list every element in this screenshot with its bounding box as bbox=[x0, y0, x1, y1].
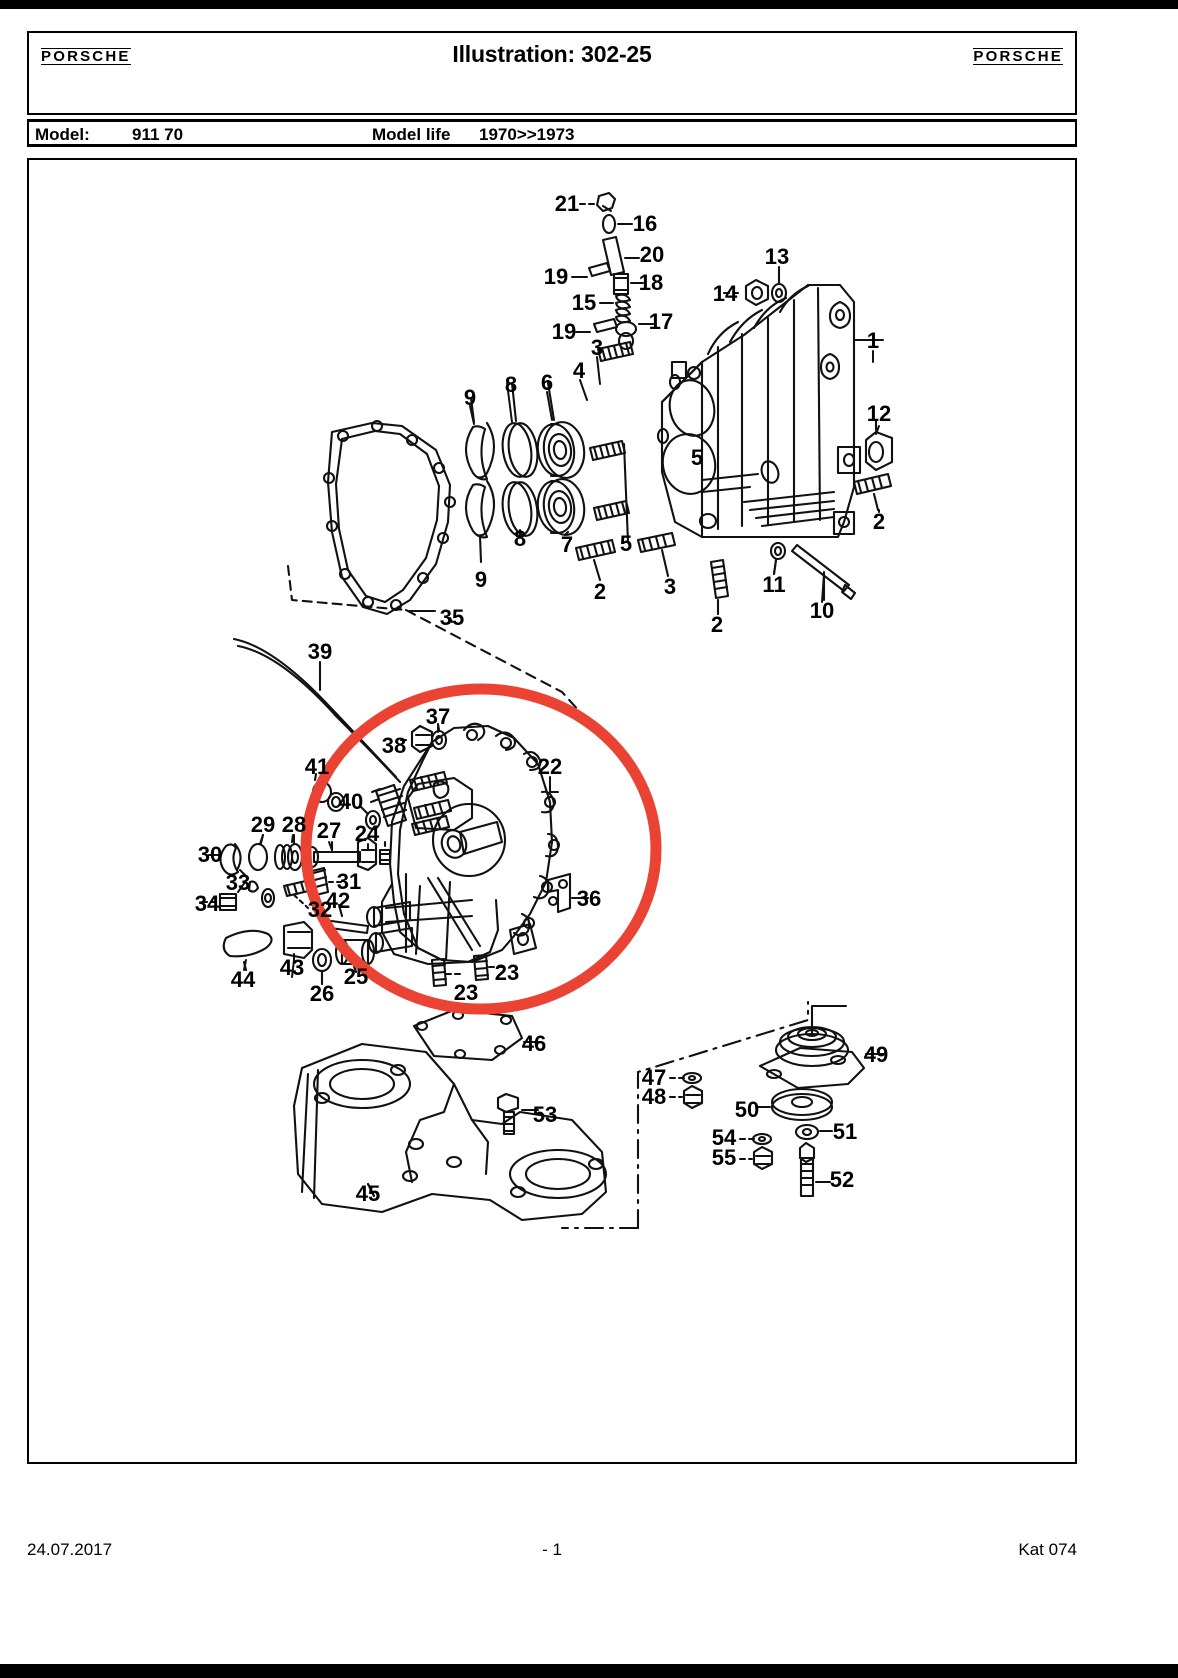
transmission-mount-group bbox=[560, 1000, 888, 1230]
part-callout-13-8: 13 bbox=[764, 244, 790, 269]
part-callout-52-61: 52 bbox=[829, 1167, 855, 1192]
part-callout-32-43: 32 bbox=[307, 897, 333, 922]
part-callout-54-59: 54 bbox=[711, 1125, 737, 1150]
transmission-case bbox=[656, 283, 885, 539]
part-callout-15-5: 15 bbox=[571, 290, 597, 315]
part-callout-7-20: 7 bbox=[560, 532, 574, 557]
page-title: Illustration: 302-25 bbox=[452, 41, 652, 67]
porsche-wordmark-left: PORSCHE bbox=[41, 48, 131, 65]
exploded-parts-diagram bbox=[201, 191, 894, 1230]
part-callout-3-11: 3 bbox=[590, 335, 604, 360]
part-callout-3-24: 3 bbox=[663, 574, 677, 599]
part-callout-10-26: 10 bbox=[809, 598, 835, 623]
footer-catalog: Kat 074 bbox=[1018, 1540, 1077, 1559]
part-callout-43-47: 43 bbox=[279, 955, 305, 980]
part-callout-49-53: 49 bbox=[863, 1042, 889, 1067]
part-callout-20-2: 20 bbox=[639, 242, 665, 267]
part-callout-2-27: 2 bbox=[710, 612, 724, 637]
porsche-wordmark-right: PORSCHE bbox=[973, 48, 1063, 65]
part-callout-16-1: 16 bbox=[632, 211, 658, 236]
part-callout-45-62: 45 bbox=[355, 1181, 381, 1206]
part-callout-11-25: 11 bbox=[762, 572, 786, 597]
part-callout-28-36: 28 bbox=[281, 812, 307, 837]
part-callout-44-46: 44 bbox=[230, 967, 256, 992]
part-callout-24-38: 24 bbox=[354, 821, 380, 846]
model-bar: Model: 911 70 Model life 1970>>1973 bbox=[27, 119, 1077, 147]
part-callout-2-18: 2 bbox=[872, 509, 886, 534]
part-callout-19-3: 19 bbox=[543, 264, 569, 289]
part-callout-46-52: 46 bbox=[521, 1031, 547, 1056]
model-life-label: Model life bbox=[372, 125, 451, 144]
part-callout-51-58: 51 bbox=[832, 1119, 858, 1144]
part-callout-1-10: 1 bbox=[866, 328, 880, 353]
part-callout-23-50: 23 bbox=[494, 960, 520, 985]
part-callout-5-17: 5 bbox=[690, 445, 704, 470]
part-callout-18-4: 18 bbox=[638, 270, 664, 295]
part-callout-35-28: 35 bbox=[439, 605, 465, 630]
bearing-seal-stack bbox=[464, 381, 586, 564]
part-callout-2-23: 2 bbox=[593, 579, 607, 604]
part-callout-23-51: 23 bbox=[453, 980, 479, 1005]
rear-cover-gasket bbox=[286, 419, 600, 734]
part-callout-5-19: 5 bbox=[619, 531, 633, 556]
part-callout-21-0: 21 bbox=[554, 191, 580, 216]
part-callout-50-56: 50 bbox=[734, 1097, 760, 1122]
page-top-band bbox=[0, 0, 1178, 9]
page-bottom-band bbox=[0, 1664, 1178, 1678]
part-callout-22-32: 22 bbox=[537, 754, 563, 779]
part-callout-55-60: 55 bbox=[711, 1145, 737, 1170]
part-callout-25-49: 25 bbox=[343, 964, 369, 989]
part-callout-9-15: 9 bbox=[463, 385, 477, 410]
nut-washer-group bbox=[722, 265, 788, 307]
part-callout-33-40: 33 bbox=[225, 870, 251, 895]
part-callout-26-48: 26 bbox=[309, 981, 335, 1006]
part-callout-27-37: 27 bbox=[316, 818, 342, 843]
part-callout-8-21: 8 bbox=[513, 526, 527, 551]
part-callout-40-34: 40 bbox=[338, 789, 364, 814]
part-callout-31-41: 31 bbox=[336, 869, 362, 894]
part-callout-12-16: 12 bbox=[866, 401, 892, 426]
footer-page: - 1 bbox=[542, 1540, 562, 1559]
part-callout-37-30: 37 bbox=[425, 704, 451, 729]
part-callout-48-55: 48 bbox=[641, 1084, 667, 1109]
part-callout-42-44: 42 bbox=[325, 888, 351, 913]
part-callout-8-14: 8 bbox=[504, 372, 518, 397]
part-callout-17-6: 17 bbox=[648, 309, 674, 334]
part-callout-53-57: 53 bbox=[532, 1102, 558, 1127]
part-callout-39-29: 39 bbox=[307, 639, 333, 664]
header-box: PORSCHE Illustration: 302-25 PORSCHE bbox=[27, 31, 1077, 115]
part-callout-19-7: 19 bbox=[551, 319, 577, 344]
part-callout-6-13: 6 bbox=[540, 370, 554, 395]
part-callout-30-39: 30 bbox=[197, 842, 223, 867]
stud-bolt-group bbox=[574, 340, 893, 616]
crossmember-45 bbox=[292, 1042, 608, 1222]
model-life-value: 1970>>1973 bbox=[479, 125, 575, 144]
part-callout-38-31: 38 bbox=[381, 733, 407, 758]
model-value: 911 70 bbox=[132, 125, 184, 144]
part-callout-29-35: 29 bbox=[250, 812, 276, 837]
model-label: Model: bbox=[35, 125, 90, 144]
part-callout-47-54: 47 bbox=[641, 1065, 667, 1090]
shift-rod-stack bbox=[570, 191, 655, 351]
footer-date: 24.07.2017 bbox=[27, 1540, 113, 1559]
page-footer: 24.07.2017 - 1 Kat 074 bbox=[27, 1540, 1077, 1566]
part-callout-34-42: 34 bbox=[194, 891, 220, 916]
bolt-53 bbox=[496, 1092, 540, 1136]
part-callout-9-22: 9 bbox=[474, 567, 488, 592]
part-callout-14-9: 14 bbox=[712, 281, 738, 306]
part-callout-4-12: 4 bbox=[572, 358, 586, 383]
part-callout-41-33: 41 bbox=[304, 754, 330, 779]
part-callout-36-45: 36 bbox=[576, 886, 602, 911]
